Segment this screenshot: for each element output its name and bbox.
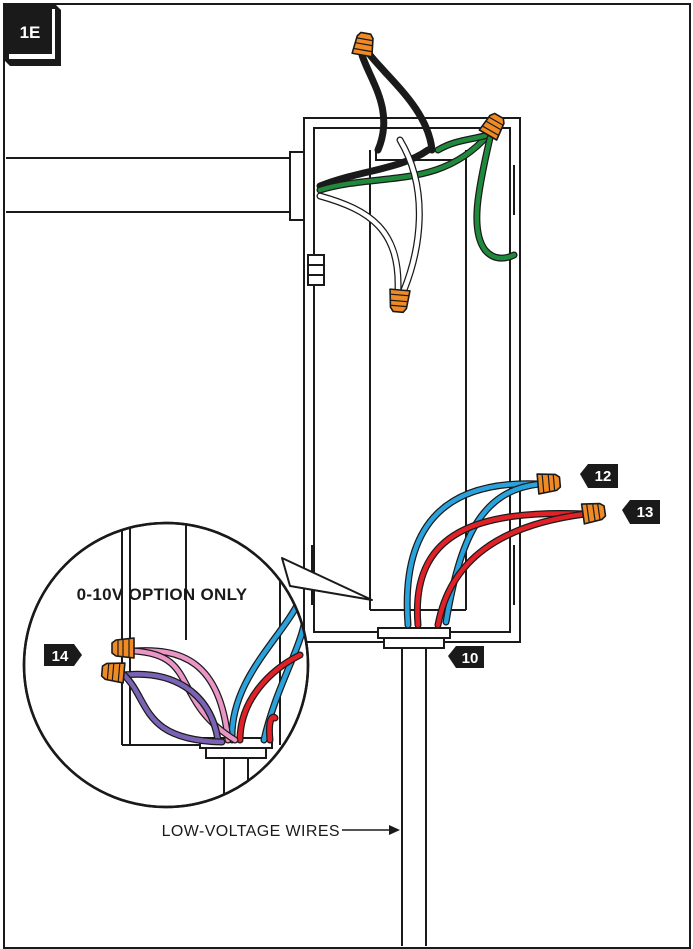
wire-nut-icon: [580, 500, 607, 525]
low-voltage-conduit: [401, 648, 427, 946]
zoom-label: 0-10V OPTION ONLY: [77, 585, 248, 604]
callout-14: 14: [44, 644, 82, 666]
wire-nut-icon: [111, 637, 135, 659]
bottom-fitting: [377, 627, 451, 649]
zoom-detail: [100, 523, 308, 807]
callout-13: 13: [622, 500, 660, 524]
wire-nut-icon: [100, 660, 126, 684]
conduit-left: [6, 151, 323, 221]
callout-10: 10: [448, 646, 484, 668]
green-wires: [316, 131, 518, 262]
white-wires: [316, 136, 423, 294]
zoom-pointer: [281, 557, 373, 601]
wire-nut-icon: [387, 288, 411, 314]
svg-text:12: 12: [595, 468, 612, 485]
step-badge: 1E: [4, 4, 61, 66]
svg-text:14: 14: [52, 648, 69, 665]
wire-nut-icon: [536, 471, 562, 495]
black-wires: [316, 51, 436, 190]
svg-text:13: 13: [637, 504, 654, 521]
callout-12: 12: [580, 464, 618, 488]
wire-nut-icon: [351, 30, 377, 58]
page-frame: [3, 3, 691, 949]
arrow-right-icon: [342, 825, 400, 835]
red-wires: [413, 510, 589, 629]
step-label: 1E: [20, 23, 41, 42]
low-voltage-label: LOW-VOLTAGE WIRES: [162, 823, 340, 840]
svg-text:10: 10: [462, 650, 479, 667]
